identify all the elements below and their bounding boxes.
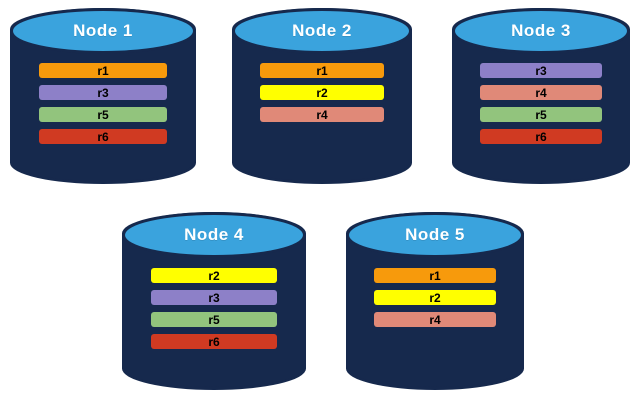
replica-bar-r5[interactable]: r5	[151, 312, 277, 327]
replica-label-r4: r4	[316, 107, 328, 122]
node-2[interactable]: Node 2 r1 r2 r4	[232, 8, 412, 184]
replica-label-r2: r2	[208, 268, 220, 283]
replica-label-r3: r3	[208, 290, 220, 305]
replica-label-r6: r6	[97, 129, 109, 144]
replica-label-r6: r6	[535, 129, 547, 144]
replica-bar-r5[interactable]: r5	[39, 107, 167, 122]
node-1-top-ellipse: Node 1	[10, 8, 196, 54]
node-4[interactable]: Node 4 r2 r3 r5 r6	[122, 212, 306, 390]
node-2-label: Node 2	[292, 20, 352, 40]
node-5-top-ellipse: Node 5	[346, 212, 524, 259]
node-5-replica-list: r1 r2 r4	[346, 268, 524, 327]
node-4-replica-list: r2 r3 r5 r6	[122, 268, 306, 349]
node-1[interactable]: Node 1 r1 r3 r5 r6	[10, 8, 196, 184]
replica-label-r1: r1	[316, 63, 328, 78]
node-3-top-ellipse: Node 3	[452, 8, 630, 54]
node-5[interactable]: Node 5 r1 r2 r4	[346, 212, 524, 390]
replica-label-r2: r2	[429, 290, 441, 305]
replica-bar-r1[interactable]: r1	[260, 63, 384, 78]
replica-label-r1: r1	[429, 268, 441, 283]
replica-bar-r6[interactable]: r6	[39, 129, 167, 144]
replica-bar-r2[interactable]: r2	[151, 268, 277, 283]
replica-bar-r4[interactable]: r4	[480, 85, 602, 100]
replica-label-r3: r3	[97, 85, 109, 100]
node-2-replica-list: r1 r2 r4	[232, 63, 412, 122]
node-3-label: Node 3	[511, 20, 571, 40]
replica-label-r6: r6	[208, 334, 220, 349]
replica-label-r5: r5	[97, 107, 109, 122]
replica-bar-r3[interactable]: r3	[480, 63, 602, 78]
node-1-replica-list: r1 r3 r5 r6	[10, 63, 196, 144]
node-5-label: Node 5	[405, 225, 465, 245]
replica-bar-r6[interactable]: r6	[480, 129, 602, 144]
replica-label-r4: r4	[535, 85, 547, 100]
replica-label-r1: r1	[97, 63, 109, 78]
replica-bar-r1[interactable]: r1	[39, 63, 167, 78]
node-4-label: Node 4	[184, 225, 244, 245]
replica-bar-r5[interactable]: r5	[480, 107, 602, 122]
node-4-top-ellipse: Node 4	[122, 212, 306, 259]
replica-bar-r1[interactable]: r1	[374, 268, 496, 283]
node-3[interactable]: Node 3 r3 r4 r5 r6	[452, 8, 630, 184]
replica-label-r5: r5	[535, 107, 547, 122]
node-2-top-ellipse: Node 2	[232, 8, 412, 54]
node-3-replica-list: r3 r4 r5 r6	[452, 63, 630, 144]
replica-label-r4: r4	[429, 312, 441, 327]
replica-bar-r3[interactable]: r3	[39, 85, 167, 100]
replica-bar-r2[interactable]: r2	[260, 85, 384, 100]
replica-label-r5: r5	[208, 312, 220, 327]
replica-bar-r2[interactable]: r2	[374, 290, 496, 305]
replica-label-r3: r3	[535, 63, 547, 78]
replica-bar-r6[interactable]: r6	[151, 334, 277, 349]
replica-bar-r3[interactable]: r3	[151, 290, 277, 305]
replica-bar-r4[interactable]: r4	[374, 312, 496, 327]
node-1-label: Node 1	[73, 20, 133, 40]
replica-label-r2: r2	[316, 85, 328, 100]
replica-bar-r4[interactable]: r4	[260, 107, 384, 122]
